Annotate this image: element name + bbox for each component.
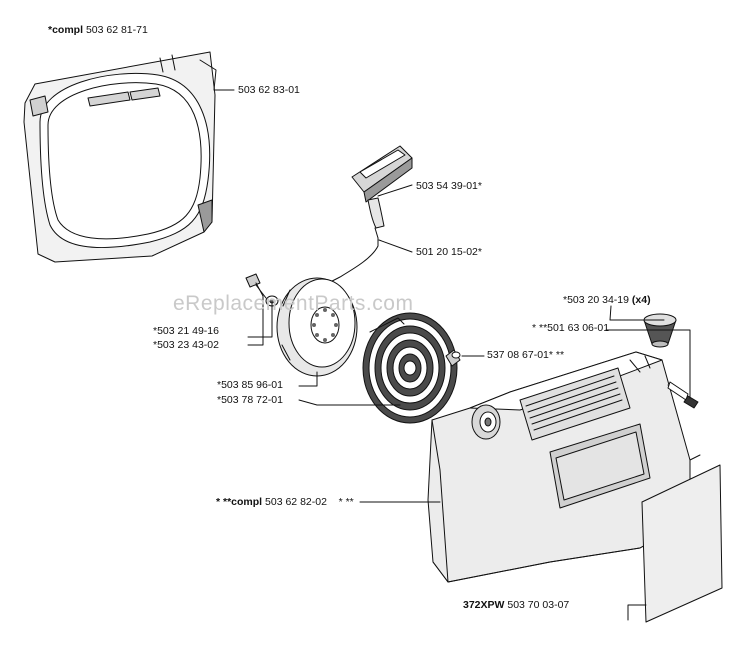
label-compl-prefix: *compl	[48, 24, 84, 36]
label-pulley: *503 85 96-01	[217, 379, 283, 391]
decal-part	[641, 464, 723, 623]
label-model-prefix: 372XPW	[463, 599, 505, 611]
label-part-number: 503 62 81-71	[85, 24, 148, 36]
label-starter-rope: 501 20 15-02*	[416, 246, 482, 258]
label-quantity: (x4)	[631, 294, 651, 306]
label-bolt: *503 21 49-16	[153, 325, 219, 337]
drive-hub-part	[471, 404, 501, 440]
label-recoil-spring: *503 78 72-01	[217, 394, 283, 406]
starter-handle-part	[351, 145, 413, 239]
label-part-number: 503 70 03-07	[507, 599, 570, 611]
label-starter-handle: 503 54 39-01*	[416, 180, 482, 192]
watermark-text: eReplacementParts.com	[173, 292, 414, 315]
leader-lines	[213, 89, 691, 621]
label-compl-prefix: * **compl	[216, 496, 263, 508]
label-screw-x4: *503 20 34-19 (x4)	[563, 294, 651, 306]
label-fan-housing: 503 62 83-01	[238, 84, 300, 96]
label-cap: * **501 63 06-01	[532, 322, 610, 334]
fan-housing-part	[23, 51, 217, 263]
starter-pulley-part	[276, 277, 358, 377]
label-decal: 372XPW 503 70 03-07	[463, 599, 569, 611]
screw-part	[667, 381, 699, 409]
label-washer: *503 23 43-02	[153, 339, 219, 351]
label-part-number: *503 20 34-19	[563, 294, 629, 306]
label-compl-housing: *compl 503 62 81-71	[48, 24, 148, 36]
recoil-spring-part	[362, 312, 458, 424]
label-compl-cover: * **compl 503 62 82-02 * **	[216, 496, 354, 508]
bushing-part	[445, 349, 461, 367]
label-suffix: * **	[338, 496, 354, 508]
label-bushing: 537 08 67-01* **	[487, 349, 565, 361]
label-part-number: 503 62 82-02	[265, 496, 327, 508]
